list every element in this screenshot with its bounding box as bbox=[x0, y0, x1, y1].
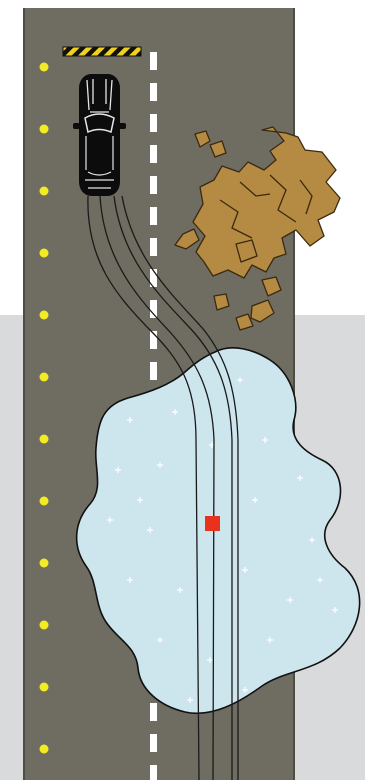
edge-dot bbox=[40, 311, 49, 320]
car-icon bbox=[73, 74, 126, 196]
edge-dot bbox=[40, 683, 49, 692]
edge-dot bbox=[40, 187, 49, 196]
lane-dash bbox=[150, 52, 157, 70]
lane-dash bbox=[150, 114, 157, 132]
edge-dot bbox=[40, 435, 49, 444]
lane-dash bbox=[150, 300, 157, 318]
edge-dot bbox=[40, 125, 49, 134]
red-square-marker bbox=[205, 516, 220, 531]
lane-dash bbox=[150, 207, 157, 225]
lane-dash bbox=[150, 734, 157, 752]
lane-dash bbox=[150, 83, 157, 101]
lane-dash bbox=[150, 238, 157, 256]
edge-dot bbox=[40, 497, 49, 506]
car-mirror-right bbox=[119, 123, 126, 129]
edge-dot bbox=[40, 745, 49, 754]
lane-dash bbox=[150, 703, 157, 721]
lane-dash bbox=[150, 176, 157, 194]
edge-dot bbox=[40, 559, 49, 568]
edge-dot bbox=[40, 621, 49, 630]
edge-dot bbox=[40, 63, 49, 72]
striped-barrier bbox=[63, 47, 141, 56]
car-body bbox=[79, 74, 120, 196]
lane-dash bbox=[150, 765, 157, 780]
lane-dash bbox=[150, 145, 157, 163]
lane-dash bbox=[150, 362, 157, 380]
edge-dot bbox=[40, 249, 49, 258]
edge-dot bbox=[40, 373, 49, 382]
car-mirror-left bbox=[73, 123, 80, 129]
